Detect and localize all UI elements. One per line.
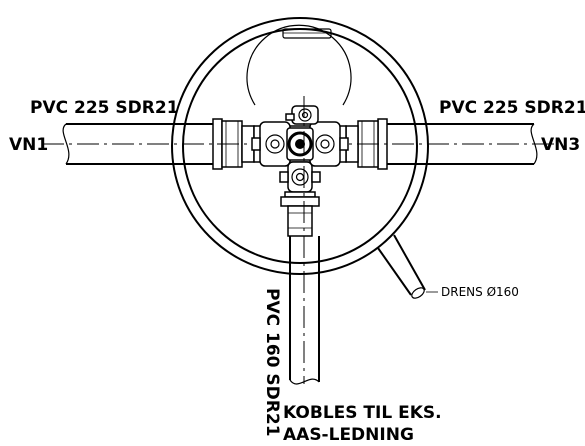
label-pipe-right: PVC 225 SDR21 bbox=[439, 98, 585, 118]
valve-cross-assembly bbox=[251, 105, 349, 198]
label-connect-line1: KOBLES TIL EKS. bbox=[283, 403, 442, 423]
drain-pipe bbox=[377, 234, 438, 299]
label-pipe-left: PVC 225 SDR21 bbox=[30, 98, 179, 118]
manhole-opening bbox=[246, 24, 352, 106]
label-node-left: VN1 bbox=[9, 135, 48, 155]
label-pipe-bottom: PVC 160 SDR21 bbox=[262, 288, 282, 437]
label-node-right: VN3 bbox=[541, 135, 580, 155]
outlet-pipe-bottom bbox=[280, 96, 320, 385]
label-connect-line2: AAS-LEDNING bbox=[283, 425, 414, 445]
label-drain: DRENS Ø160 bbox=[441, 285, 519, 299]
